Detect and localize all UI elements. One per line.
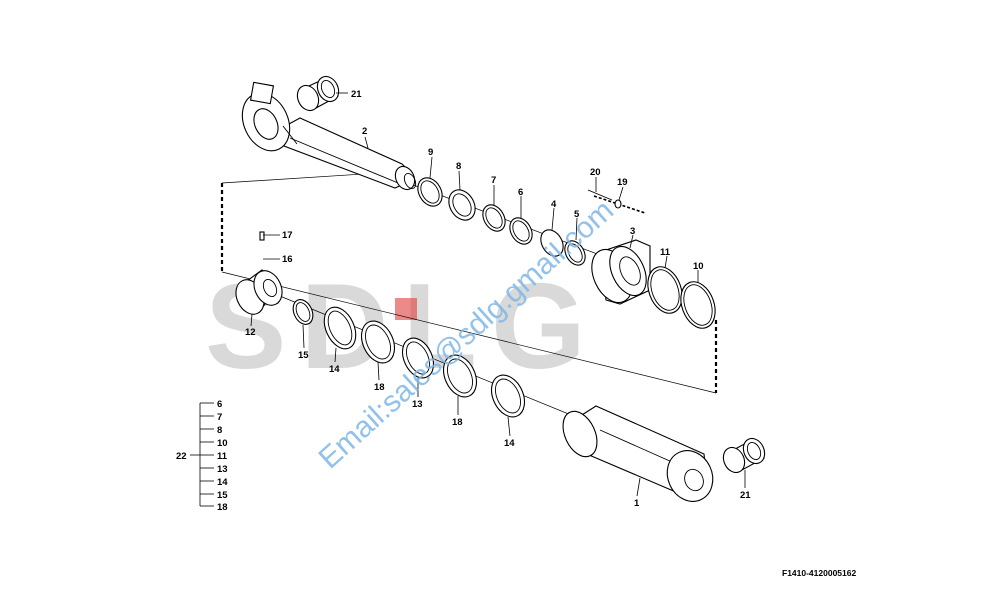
cylinder-barrel-part-1 [562, 405, 714, 502]
bushing-part-21-top [296, 75, 340, 112]
callout-2: 2 [362, 126, 367, 137]
callout-11: 11 [660, 247, 671, 258]
callout-1: 1 [634, 498, 640, 509]
callout-16: 16 [282, 254, 293, 265]
kit-item: 11 [217, 451, 228, 462]
leader-lines [250, 92, 746, 497]
callout-20: 20 [590, 167, 601, 178]
callout-19: 19 [617, 177, 628, 188]
cylinder-head-part-3 [591, 239, 651, 305]
callout-9: 9 [428, 147, 433, 158]
bolt-part-20 [587, 189, 622, 209]
o-rings-parts-10-11 [647, 266, 716, 329]
callout-14-a: 14 [329, 364, 340, 375]
callout-7: 7 [491, 175, 496, 186]
callout-12: 12 [245, 327, 256, 338]
kit-item: 18 [217, 502, 228, 513]
callout-5: 5 [574, 209, 580, 220]
figure-code: F1410-4120005162 [782, 568, 856, 578]
kit-item: 6 [217, 399, 222, 410]
kit-item: 10 [217, 438, 228, 449]
kit-item: 14 [217, 477, 228, 488]
callout-18-b: 18 [452, 417, 463, 428]
logo-accent-square [395, 298, 417, 320]
kit-item: 8 [217, 425, 222, 436]
callout-18-a: 18 [374, 382, 385, 393]
callout-labels: 21 2 9 8 7 6 4 5 20 19 3 11 10 17 16 12 … [245, 89, 751, 509]
bushing-part-21-bottom [722, 437, 766, 474]
callout-3: 3 [630, 226, 635, 237]
callout-4: 4 [551, 199, 557, 210]
seal-rings-upper [417, 177, 586, 266]
callout-17: 17 [282, 230, 293, 241]
callout-21-bottom: 21 [740, 490, 751, 501]
piston-part-12 [235, 231, 283, 315]
callout-15: 15 [298, 350, 309, 361]
kit-label-22: 22 [176, 451, 187, 462]
seal-rings-middle [292, 299, 526, 418]
callout-21-top: 21 [351, 89, 362, 100]
kit-item: 7 [217, 412, 222, 423]
piston-rod-part-2 [241, 81, 417, 191]
kit-item: 13 [217, 464, 228, 475]
callout-6: 6 [518, 187, 523, 198]
kit-item: 15 [217, 490, 228, 501]
callout-14-b: 14 [504, 438, 515, 449]
callout-8: 8 [456, 161, 461, 172]
callout-10: 10 [693, 261, 704, 272]
callout-13: 13 [412, 399, 423, 410]
kit-bracket: 22 6 7 8 10 11 13 14 15 18 [176, 399, 228, 513]
